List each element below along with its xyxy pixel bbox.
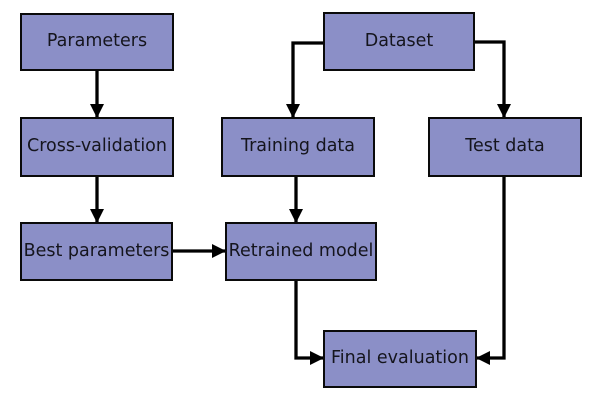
node-training-data: Training data [221, 117, 375, 177]
node-cross-validation: Cross-validation [20, 117, 174, 177]
node-best-parameters: Best parameters [20, 222, 173, 281]
node-label-retrained-model: Retrained model [228, 240, 374, 261]
node-label-test-data: Test data [465, 136, 545, 157]
node-retrained-model: Retrained model [225, 222, 377, 281]
node-label-cross-validation: Cross-validation [27, 136, 167, 157]
node-test-data: Test data [428, 117, 582, 177]
node-label-training-data: Training data [240, 136, 356, 157]
node-label-best-parameters: Best parameters [23, 240, 170, 261]
node-dataset: Dataset [323, 12, 475, 71]
edge-dataset-to-training-data [286, 41, 323, 118]
node-parameters: Parameters [20, 13, 174, 71]
edge-retrained-model-to-final-evaluation [294, 281, 324, 365]
node-label-final-evaluation: Final evaluation [331, 348, 469, 369]
edge-dataset-to-test-data [475, 40, 511, 118]
node-label-dataset: Dataset [364, 30, 434, 51]
edge-test-data-to-final-evaluation [476, 177, 506, 365]
node-final-evaluation: Final evaluation [323, 330, 477, 388]
node-label-parameters: Parameters [46, 31, 148, 52]
